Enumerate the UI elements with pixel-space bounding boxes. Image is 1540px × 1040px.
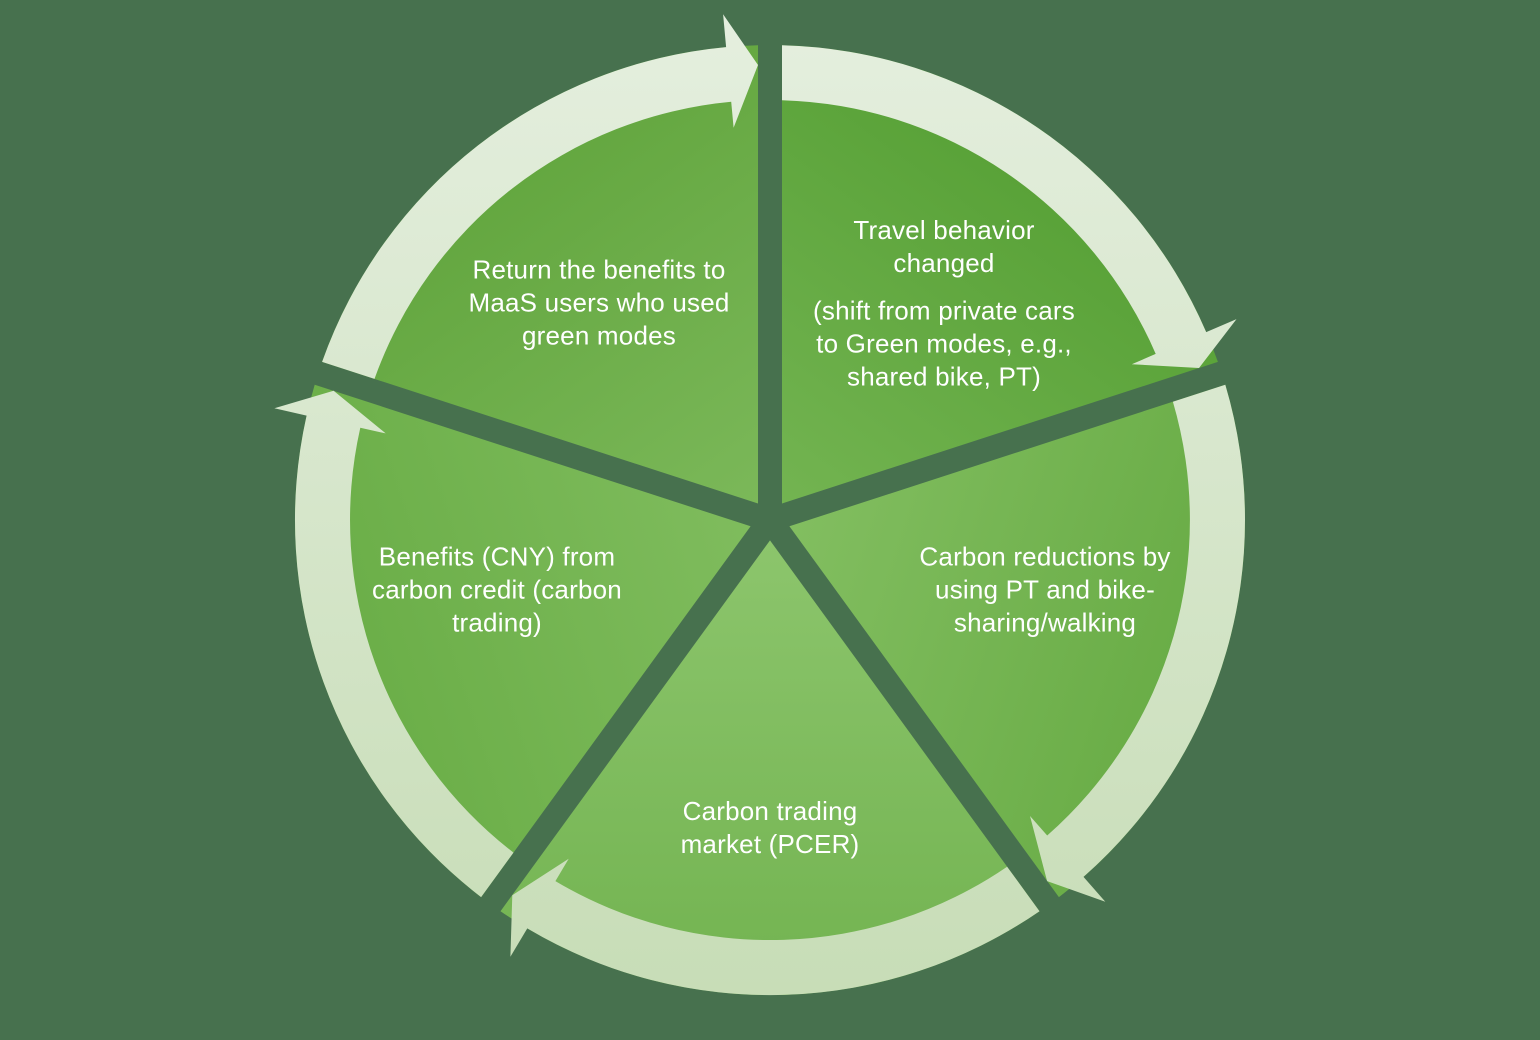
cycle-arrow-top-right-icon	[782, 45, 1237, 368]
cycle-arrow-left-icon	[274, 390, 514, 898]
segment-label-bottom: Carbon trading market (PCER)	[680, 796, 860, 859]
cycle-arrow-top-left-icon	[322, 14, 758, 379]
cycle-arrow-right-icon	[1030, 384, 1245, 902]
segment-label-left: Benefits (CNY) from carbon credit (carbo…	[372, 541, 622, 638]
segment-label-top-left: Return the benefits to MaaS users who us…	[468, 254, 730, 351]
cycle-arrow-bottom-icon	[510, 858, 1040, 996]
segment-shape-top-right	[782, 45, 1218, 504]
segment-label-right: Carbon reductions by using PT and bike- …	[919, 541, 1171, 638]
segment-label-top-right: Travel behavior changed	[853, 215, 1035, 278]
segment-sublabel-top-right: (shift from private cars to Green modes,…	[813, 295, 1075, 392]
segment-shape-top-left	[322, 45, 758, 504]
segment-shape-bottom	[500, 540, 1040, 996]
